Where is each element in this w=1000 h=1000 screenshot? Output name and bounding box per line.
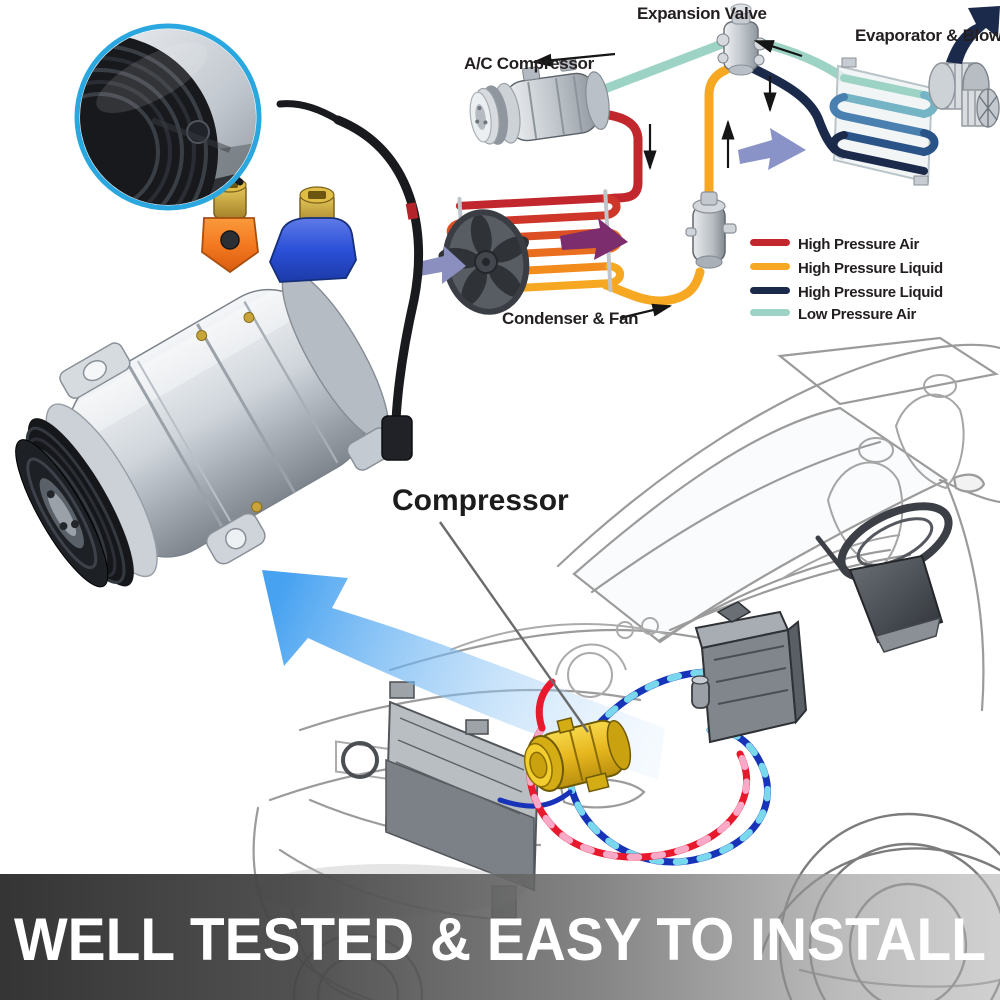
pipe-high-pressure-navy <box>743 61 847 160</box>
airflow-arrow-purple-icon <box>560 218 628 260</box>
label-compressor: Compressor <box>392 484 569 517</box>
product-photo <box>15 23 424 588</box>
evaporator-illustration <box>829 57 939 186</box>
refrigerant-pipes <box>497 668 771 866</box>
receiver-drier-illustration <box>685 191 737 269</box>
airflow-arrow-navy-icon <box>946 6 1000 64</box>
legend-swatch-teal <box>750 309 790 316</box>
hvac-unit-illustration <box>691 601 808 744</box>
diagram-legend: High Pressure Air High Pressure Liquid H… <box>750 236 943 323</box>
compressor-product-illustration <box>15 270 396 588</box>
airflow-arrow-blue-icon <box>738 128 806 170</box>
banner-text: WELL TESTED & EASY TO INSTALL <box>14 906 986 973</box>
diagram-compressor-illustration <box>469 57 610 145</box>
flow-arrows <box>531 39 803 320</box>
ac-system-diagram: A/C Compressor Expansion Valve Evaporato… <box>418 3 1000 328</box>
radiator-condenser-illustration <box>341 681 540 919</box>
legend-label-red: High Pressure Air <box>798 236 920 253</box>
label-condenser-fan: Condenser & Fan <box>502 309 638 328</box>
pipe-high-pressure-orange <box>601 267 705 306</box>
engine-compressor-illustration <box>523 716 632 793</box>
label-expansion-valve: Expansion Valve <box>637 4 767 23</box>
legend-swatch-red <box>750 239 790 246</box>
port-cap-blue <box>269 186 357 283</box>
blower-illustration <box>928 62 1000 128</box>
inset-ring <box>74 23 262 211</box>
legend-swatch-orange <box>750 263 790 270</box>
legend-label-teal: Low Pressure Air <box>798 306 916 323</box>
label-ac-compressor: A/C Compressor <box>464 54 595 73</box>
label-evaporator-blower: Evaporator & Blower <box>855 26 1000 45</box>
detail-inset-circle <box>74 23 262 211</box>
airflow-arrow-lavender-icon <box>418 246 466 284</box>
steering-column-illustration <box>815 502 953 653</box>
compressor-pointer-line <box>439 521 589 733</box>
banner: WELL TESTED & EASY TO INSTALL <box>0 874 1000 1000</box>
pipe-high-pressure-red <box>587 107 643 204</box>
legend-swatch-navy <box>750 287 790 294</box>
banner-text-svg: WELL TESTED & EASY TO INSTALL <box>14 906 986 973</box>
legend-label-navy: High Pressure Liquid <box>798 284 943 301</box>
expansion-valve-illustration <box>716 3 767 76</box>
pulley <box>15 418 134 588</box>
legend-label-orange: High Pressure Liquid <box>798 260 943 277</box>
